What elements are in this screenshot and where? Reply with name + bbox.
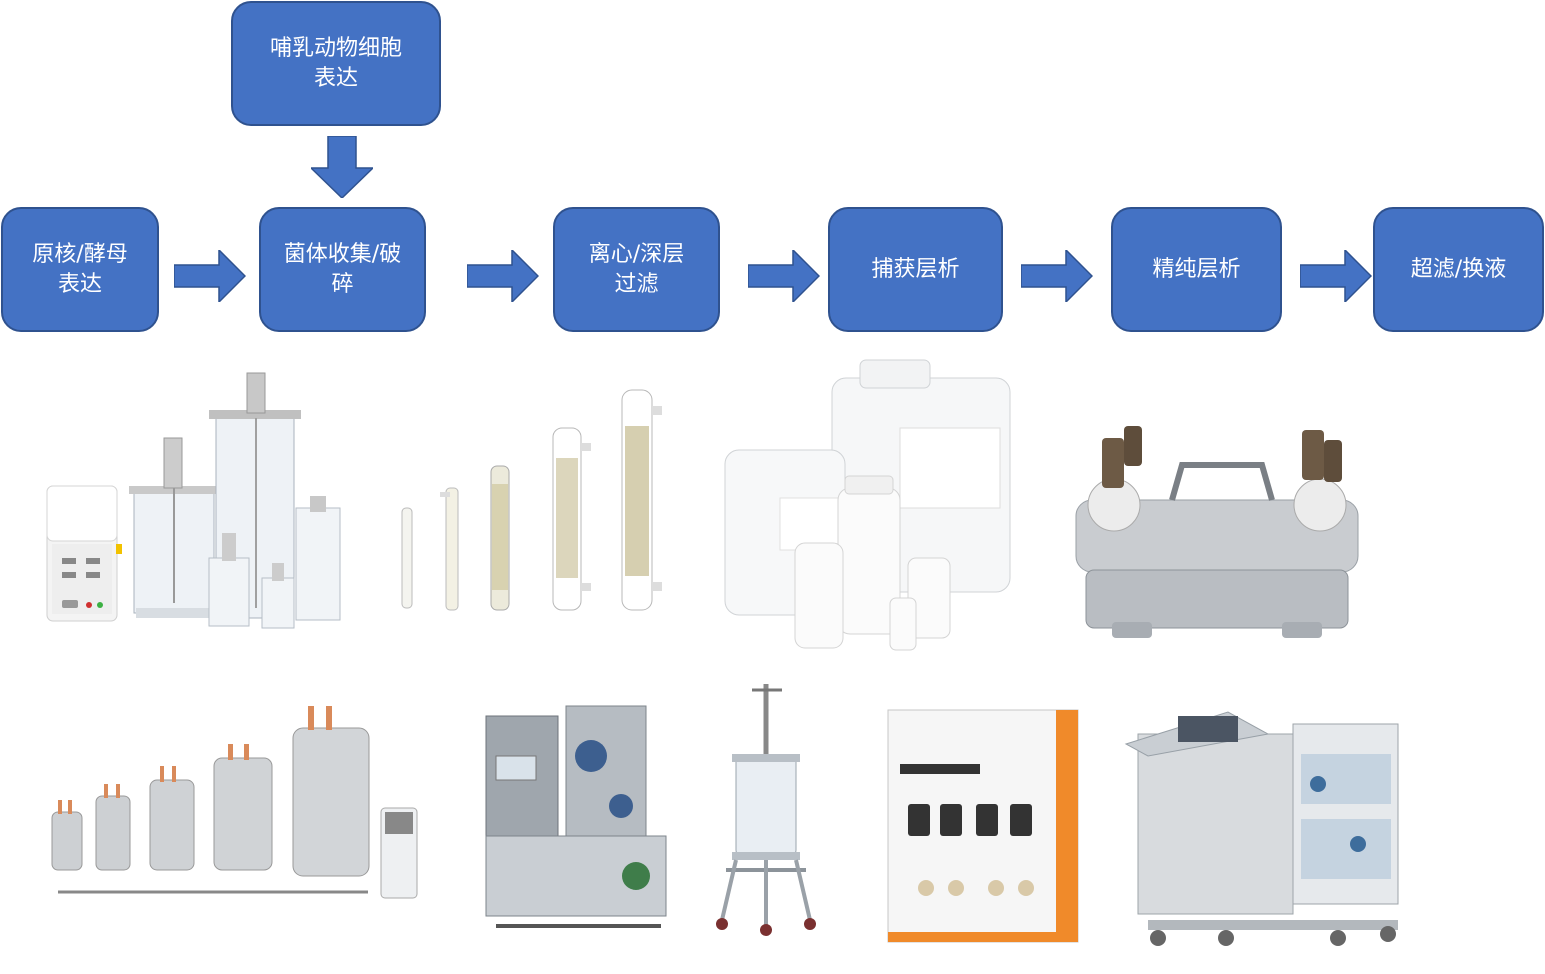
glass-bioreactor-set-icon xyxy=(46,372,341,629)
step-label: 菌体收集/破碎 xyxy=(283,241,402,297)
step-label: 超滤/换液 xyxy=(1410,256,1507,282)
steel-bioreactor-series-icon xyxy=(51,706,418,899)
step-label: 离心/深层过滤 xyxy=(588,241,685,297)
chromatography-system-icon xyxy=(887,709,1079,943)
resin-bottles-containers-icon xyxy=(724,359,1011,651)
step-box-centrifuge-depth-filter: 离心/深层过滤 xyxy=(553,207,720,332)
step-label: 哺乳动物细胞表达 xyxy=(269,35,402,91)
tff-cassette-holder-icon xyxy=(1075,426,1359,638)
hollow-fiber-cartridges-icon xyxy=(401,389,662,611)
step-box-mammalian-expression: 哺乳动物细胞表达 xyxy=(231,1,441,126)
step-box-prokaryotic-yeast: 原核/酵母表达 xyxy=(1,207,159,332)
skid-system-icon xyxy=(485,705,667,928)
ultrafiltration-machine-icon xyxy=(1124,711,1399,946)
right-arrow-icon-2 xyxy=(467,250,539,302)
right-arrow-icon-1 xyxy=(174,250,246,302)
step-label: 捕获层析 xyxy=(871,256,960,282)
glass-column-stand-icon xyxy=(716,684,816,936)
right-arrow-icon-4 xyxy=(1021,250,1093,302)
step-box-harvest-lysis: 菌体收集/破碎 xyxy=(259,207,426,332)
down-arrow-icon xyxy=(311,136,373,198)
step-box-capture-chromatography: 捕获层析 xyxy=(828,207,1003,332)
step-label: 精纯层析 xyxy=(1152,256,1241,282)
step-label: 原核/酵母表达 xyxy=(32,241,128,297)
right-arrow-icon-3 xyxy=(748,250,820,302)
step-box-ultrafiltration: 超滤/换液 xyxy=(1373,207,1544,332)
step-box-polishing-chromatography: 精纯层析 xyxy=(1111,207,1282,332)
right-arrow-icon-5 xyxy=(1300,250,1372,302)
